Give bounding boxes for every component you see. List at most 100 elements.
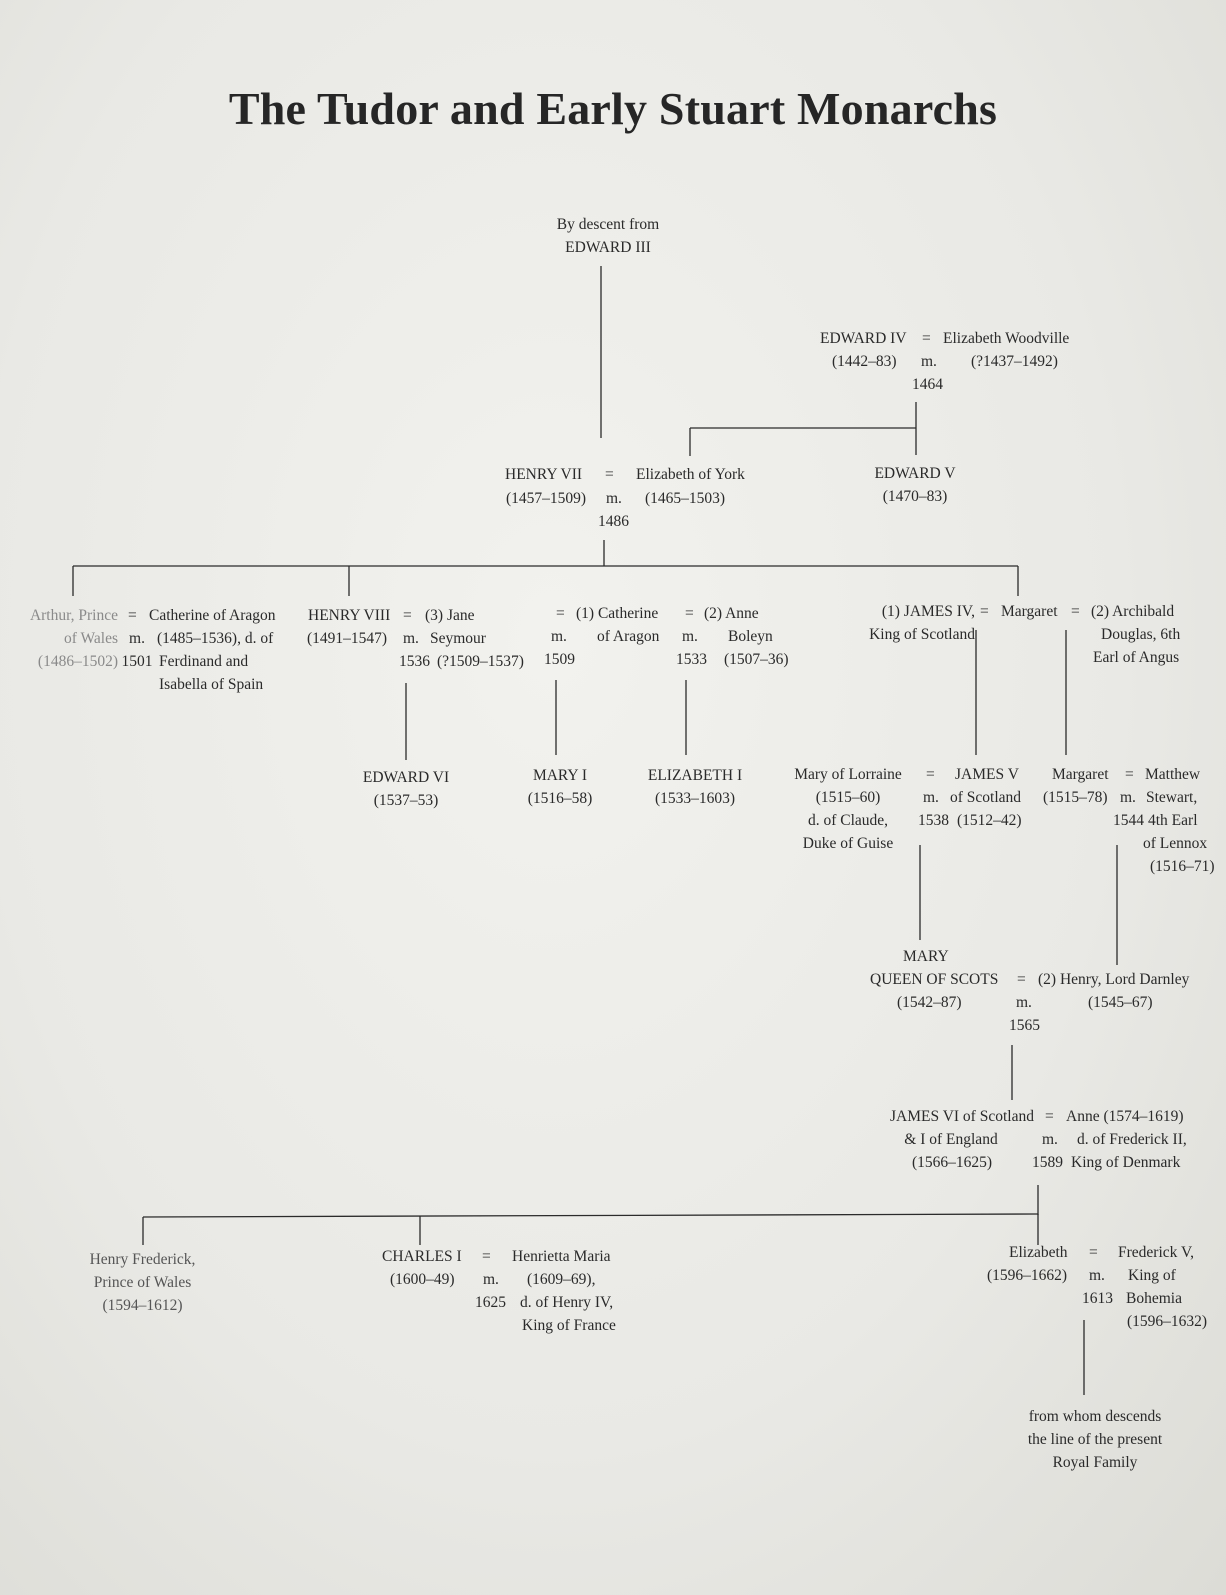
marriage-year: 1544: [1113, 812, 1144, 829]
name-anne: (2) Anne: [704, 605, 759, 622]
parent-line: Duke of Guise: [802, 835, 894, 852]
name-edward-iv: EDWARD IV: [820, 330, 907, 347]
name-henry-vii: HENRY VII: [505, 466, 583, 483]
marriage-year: 1486: [598, 513, 629, 530]
dates-matthew-stewart: (1516–71): [1150, 858, 1215, 875]
name-line: Henry Frederick,: [89, 1251, 196, 1268]
name-henry-darnley: (2) Henry, Lord Darnley: [1038, 971, 1190, 988]
married-label: m.: [682, 628, 698, 645]
name-mary-of-lorraine: Mary of Lorraine: [794, 766, 902, 783]
parent-line: d. of Frederick II,: [1077, 1131, 1187, 1148]
dates-henry-frederick: (1594–1612): [102, 1297, 183, 1314]
name-mary: MARY: [903, 948, 949, 965]
name-archibald-douglas: (2) Archibald Douglas, 6th Earl of Angus: [1091, 600, 1180, 669]
dates-henrietta-maria: (1609–69),: [527, 1271, 596, 1288]
marriage-year: 1464: [912, 376, 943, 393]
name-seymour: Seymour: [430, 630, 486, 647]
marriage-year: 1536: [399, 653, 430, 670]
parent-line: d. of Henry IV,: [520, 1294, 614, 1311]
dates-elizabeth: (1596–1662): [987, 1267, 1068, 1284]
name-of-aragon: of Aragon: [597, 628, 660, 645]
dates-jane-seymour: (?1509–1537): [437, 653, 524, 670]
dates-mary-of-lorraine: (1515–60): [815, 789, 881, 806]
dates-mary-i: (1516–58): [527, 790, 593, 807]
dates-henry-darnley: (1545–67): [1088, 994, 1153, 1011]
marriage-year: 1533: [676, 651, 707, 668]
name-edward-v: EDWARD V: [874, 465, 956, 482]
equals-sign: =: [1071, 603, 1080, 620]
node-edward-vi: EDWARD VI (1537–53): [351, 766, 461, 812]
name-elizabeth-of-york: Elizabeth of York: [636, 466, 745, 483]
node-name: EDWARD III: [565, 239, 651, 256]
name-anne-of-denmark: Anne (1574–1619): [1066, 1108, 1184, 1125]
title-james-v: of Scotland: [950, 789, 1022, 806]
married-label: m.: [1016, 994, 1032, 1011]
dates-elizabeth-of-york: (1465–1503): [645, 490, 726, 507]
married-label: m.: [1089, 1267, 1105, 1284]
title-line: 4th Earl: [1148, 812, 1198, 829]
name-james-iv: (1) JAMES IV, King of Scotland: [842, 600, 975, 646]
dates-james-v: (1512–42): [957, 812, 1022, 829]
name-frederick-v: Frederick V,: [1118, 1244, 1195, 1261]
parent-line: d. of Claude,: [807, 812, 889, 829]
dates-edward-vi: (1537–53): [373, 792, 439, 809]
name-henry-viii: HENRY VIII: [308, 607, 391, 624]
name-james-v: JAMES V: [955, 766, 1019, 783]
equals-sign: =: [1045, 1108, 1054, 1125]
name-line: Catherine of Aragon: [149, 607, 276, 624]
node-mary-of-lorraine: Mary of Lorraine (1515–60) d. of Claude,…: [783, 763, 913, 855]
descent-note: from whom descends the line of the prese…: [1000, 1405, 1190, 1474]
node-elizabeth-i: ELIZABETH I (1533–1603): [630, 764, 760, 810]
name-line: Douglas, 6th: [1101, 626, 1181, 643]
connector-children-bar: [142, 1213, 1039, 1218]
dates-henry-vii: (1457–1509): [506, 490, 587, 507]
title-line: King of France: [522, 1317, 616, 1334]
name-james-vi: JAMES VI of Scotland & I of England (156…: [882, 1105, 1042, 1174]
title-line: King of: [1128, 1267, 1176, 1284]
name-elizabeth: Elizabeth: [1009, 1244, 1068, 1261]
title-line: King of Denmark: [1071, 1154, 1181, 1171]
equals-sign: =: [556, 605, 565, 622]
note-line: Royal Family: [1052, 1454, 1138, 1471]
equals-sign: =: [482, 1248, 491, 1265]
dates-henry-viii: (1491–1547): [307, 630, 388, 647]
marriage-year: 1589: [1032, 1154, 1063, 1171]
title-line: Prince of Wales: [93, 1274, 192, 1291]
name-catherine-of-aragon: Catherine of Aragon (1485–1536), d. of F…: [149, 604, 276, 696]
parent-line: Ferdinand and: [159, 653, 249, 670]
page-title: The Tudor and Early Stuart Monarchs: [228, 83, 998, 134]
equals-sign: =: [403, 607, 412, 624]
dates-charles-i: (1600–49): [390, 1271, 455, 1288]
equals-sign: =: [128, 607, 137, 624]
name-catherine: (1) Catherine: [576, 605, 659, 622]
dates-james-vi: (1566–1625): [911, 1154, 993, 1171]
name-henrietta-maria: Henrietta Maria: [512, 1248, 611, 1265]
equals-sign: =: [1017, 971, 1026, 988]
title-line: of Lennox: [1143, 835, 1208, 852]
name-margaret: Margaret: [1001, 603, 1058, 620]
dates-line: (1485–1536), d. of: [157, 630, 274, 647]
marriage-year: 1565: [1009, 1017, 1040, 1034]
dates-mary-qos: (1542–87): [897, 994, 962, 1011]
note-line: from whom descends: [1028, 1408, 1162, 1425]
name-stewart: Stewart,: [1146, 789, 1198, 806]
node-mary-i: MARY I (1516–58): [510, 764, 610, 810]
name-line: (2) Archibald: [1091, 603, 1175, 620]
node-henry-frederick: Henry Frederick, Prince of Wales (1594–1…: [75, 1248, 210, 1317]
dates-anne-boleyn: (1507–36): [724, 651, 789, 668]
dates-elizabeth-i: (1533–1603): [654, 790, 736, 807]
married-label: m.: [923, 789, 939, 806]
node-edward-v: EDWARD V (1470–83): [860, 462, 970, 508]
married-label: m.: [1120, 789, 1136, 806]
title-line: King of Scotland: [869, 626, 975, 643]
equals-sign: =: [980, 603, 989, 620]
node-edward-iii: By descent from EDWARD III: [528, 213, 688, 259]
married-label: m.: [483, 1271, 499, 1288]
marriage-year: 1625: [475, 1294, 506, 1311]
name-arthur: Arthur, Prince of Wales (1486–1502): [18, 604, 118, 673]
equals-sign: =: [922, 330, 931, 347]
title-line: Bohemia: [1126, 1290, 1182, 1307]
equals-sign: =: [605, 466, 614, 483]
married-label: m.: [921, 353, 937, 370]
